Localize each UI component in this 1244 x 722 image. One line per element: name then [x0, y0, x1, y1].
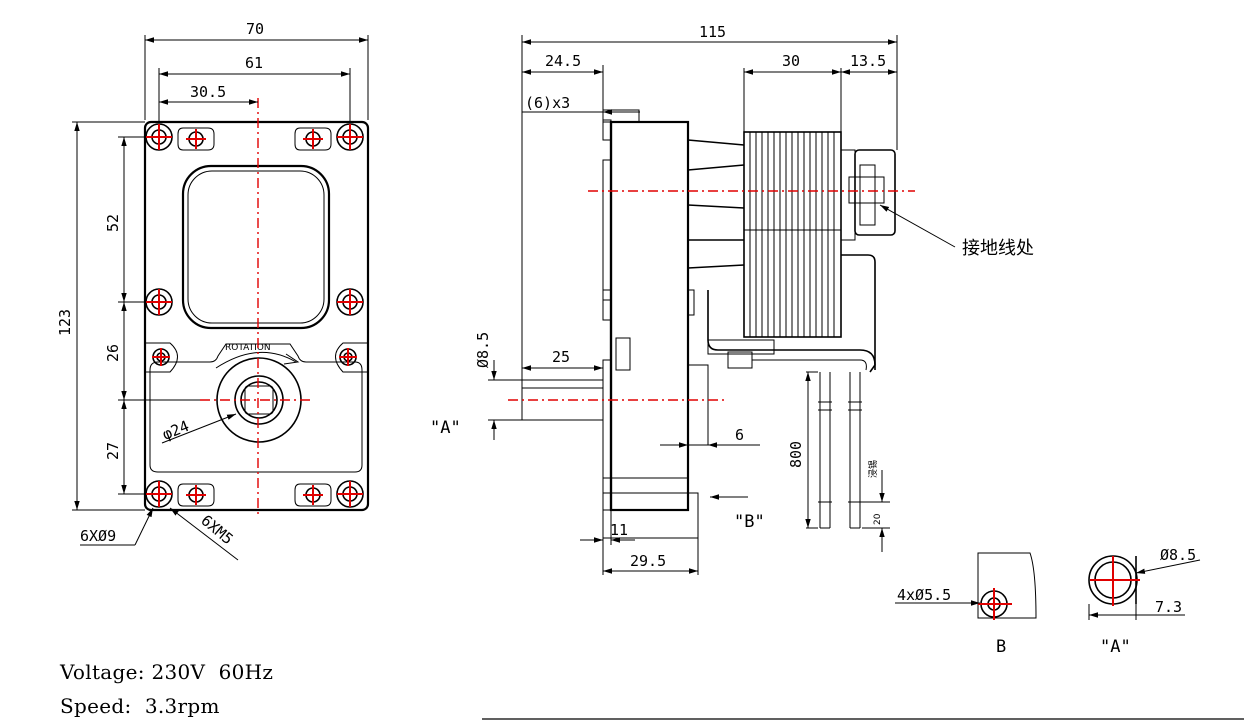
dim-6: 6	[735, 426, 744, 444]
spec-voltage: Voltage: 230V 60Hz	[60, 660, 274, 684]
dim-70: 70	[246, 20, 264, 38]
front-dimensions: 70 61 30.5 123 52 26 27 φ24	[56, 20, 369, 561]
dim-52: 52	[104, 214, 122, 232]
side-dimensions: 115 24.5 30 13.5 (6)x3 Ø8.5 25 6	[430, 23, 1034, 575]
dim-phi8-5-detail: Ø8.5	[1160, 546, 1196, 564]
motor-stator	[743, 131, 842, 338]
detail-b: 4xØ5.5 B	[895, 552, 1037, 657]
dim-25: 25	[552, 348, 570, 366]
dim-20: 20	[873, 513, 883, 525]
ground-note: 接地线处	[962, 238, 1034, 259]
callout-6x-m5: 6XM5	[197, 511, 236, 548]
dim-phi8-5-side: Ø8.5	[474, 332, 492, 368]
dim-115: 115	[699, 23, 726, 41]
front-window	[181, 164, 331, 330]
dim-30-5: 30.5	[190, 83, 226, 101]
dim-shaft-step: (6)x3	[525, 94, 570, 112]
gearbox-body	[609, 120, 690, 512]
dim-11: 11	[610, 521, 628, 539]
callout-6x-phi9: 6XØ9	[80, 527, 116, 545]
tin-tag: 浸锡	[868, 460, 879, 478]
dim-27: 27	[104, 442, 122, 460]
dim-phi24: φ24	[160, 417, 192, 444]
front-centerlines	[146, 98, 363, 515]
dim-123: 123	[56, 309, 74, 336]
dim-7-3: 7.3	[1155, 598, 1182, 616]
detail-a-label: "A"	[1100, 637, 1131, 657]
detail-b-label: B	[996, 637, 1006, 657]
view-b-marker: "B"	[734, 512, 765, 532]
lead-wires	[818, 372, 862, 529]
front-plate-outline	[143, 120, 370, 512]
mounting-holes	[145, 123, 364, 508]
dim-26: 26	[104, 344, 122, 362]
rotation-label: ROTATION	[225, 343, 271, 353]
front-view: ROTATION 70 61	[56, 20, 370, 561]
dim-30: 30	[782, 52, 800, 70]
view-a-marker: "A"	[430, 418, 461, 438]
dim-29-5: 29.5	[630, 552, 666, 570]
rear-cap	[854, 149, 896, 236]
dim-61: 61	[245, 54, 263, 72]
spec-speed: Speed: 3.3rpm	[60, 694, 220, 718]
side-view: 115 24.5 30 13.5 (6)x3 Ø8.5 25 6	[430, 23, 1034, 575]
dim-4x-phi5-5: 4xØ5.5	[897, 586, 951, 604]
dim-13-5: 13.5	[850, 52, 886, 70]
detail-a: 7.3 Ø8.5 "A"	[1088, 546, 1201, 657]
dim-24-5: 24.5	[545, 52, 581, 70]
dim-800: 800	[787, 441, 805, 468]
